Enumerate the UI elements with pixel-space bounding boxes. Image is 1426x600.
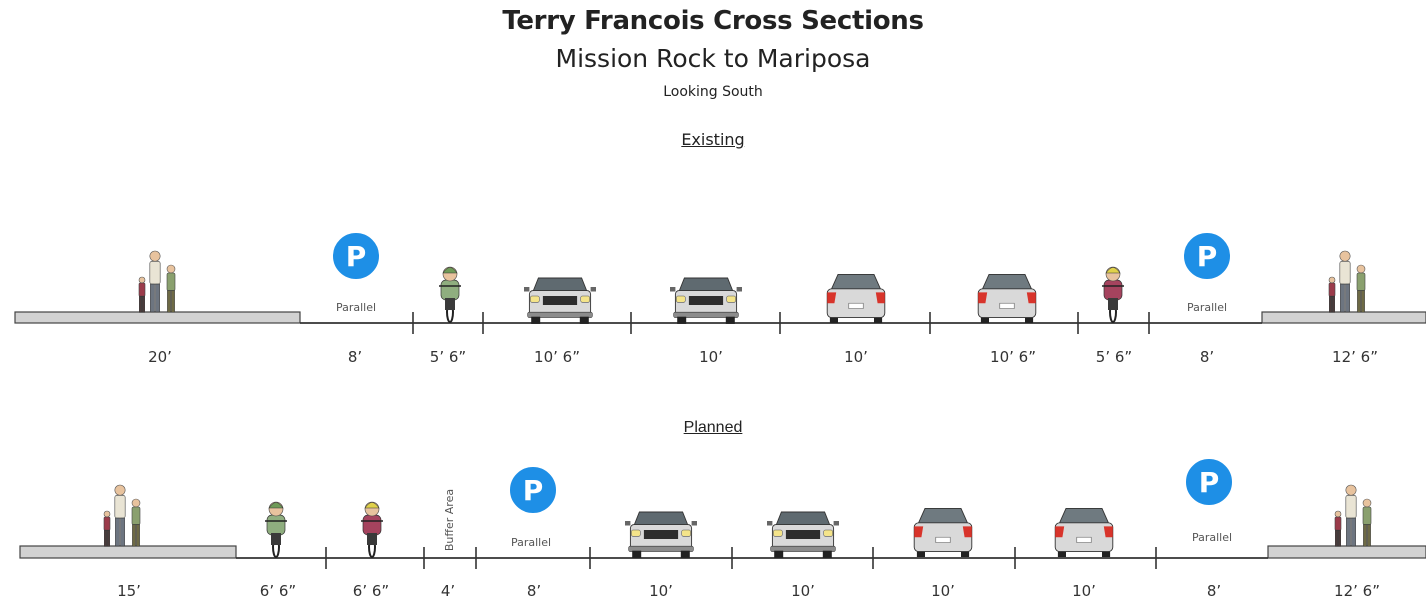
- sidewalk-right: [1267, 545, 1426, 559]
- parking-sign-icon: P: [1182, 231, 1232, 281]
- lane-width-label: 12’ 6”: [1332, 348, 1378, 366]
- car-front-icon: [670, 277, 742, 324]
- lane-width-label: 10’ 6”: [534, 348, 580, 366]
- svg-text:P: P: [1199, 466, 1220, 499]
- page-title: Terry Francois Cross Sections: [502, 6, 924, 36]
- lane-width-label: 8’: [348, 348, 362, 366]
- lane-width-label: 8’: [1200, 348, 1214, 366]
- lane-width-label: 8’: [527, 582, 541, 600]
- planned-heading: Planned: [683, 419, 743, 436]
- lane-width-label: 10’: [649, 582, 673, 600]
- lane-width-label: 10’ 6”: [990, 348, 1036, 366]
- pedestrian-group-icon: [103, 484, 141, 547]
- lane-width-label: 10’: [1072, 582, 1096, 600]
- car-rear-icon: [1054, 507, 1114, 557]
- lane-width-label: 6’ 6”: [260, 582, 296, 600]
- lane-width-label: 8’: [1207, 582, 1221, 600]
- car-rear-icon: [913, 507, 973, 557]
- svg-text:P: P: [523, 474, 544, 507]
- car-front-icon: [625, 511, 697, 558]
- lane-width-label: 15’: [117, 582, 141, 600]
- lane-width-label: 20’: [148, 348, 172, 366]
- cyclist-icon: [439, 266, 461, 323]
- lane-width-label: 6’ 6”: [353, 582, 389, 600]
- sidewalk-left: [19, 545, 237, 559]
- lane-width-label: 10’: [844, 348, 868, 366]
- car-front-icon: [524, 277, 596, 324]
- view-direction: Looking South: [663, 84, 763, 100]
- pedestrian-group-icon: [1334, 484, 1372, 547]
- pedestrian-group-icon: [1328, 250, 1366, 313]
- car-rear-icon: [826, 273, 886, 323]
- parking-sign-icon: P: [508, 465, 558, 515]
- svg-text:P: P: [346, 240, 367, 273]
- existing-heading: Existing: [681, 130, 745, 149]
- car-rear-icon: [977, 273, 1037, 323]
- lane-width-label: 10’: [791, 582, 815, 600]
- lane-width-label: 12’ 6”: [1334, 582, 1380, 600]
- parking-label-left: Parallel: [336, 301, 376, 314]
- parking-sign-icon: P: [331, 231, 381, 281]
- cyclist-icon: [361, 501, 383, 558]
- cyclist-icon: [1102, 266, 1124, 323]
- parking-sign-icon: P: [1184, 457, 1234, 507]
- parking-label-left: Parallel: [511, 536, 551, 549]
- lane-width-label: 5’ 6”: [430, 348, 466, 366]
- lane-width-label: 10’: [931, 582, 955, 600]
- car-front-icon: [767, 511, 839, 558]
- sidewalk-right: [1261, 311, 1426, 324]
- sidewalk-left: [14, 311, 301, 324]
- lane-width-label: 4’: [441, 582, 455, 600]
- svg-text:P: P: [1197, 240, 1218, 273]
- pedestrian-group-icon: [138, 250, 176, 313]
- parking-label-right: Parallel: [1187, 301, 1227, 314]
- cyclist-icon: [265, 501, 287, 558]
- parking-label-right: Parallel: [1192, 531, 1232, 544]
- lane-width-label: 10’: [699, 348, 723, 366]
- buffer-area-label: Buffer Area: [443, 489, 456, 551]
- page-subtitle: Mission Rock to Mariposa: [555, 44, 871, 73]
- lane-width-label: 5’ 6”: [1096, 348, 1132, 366]
